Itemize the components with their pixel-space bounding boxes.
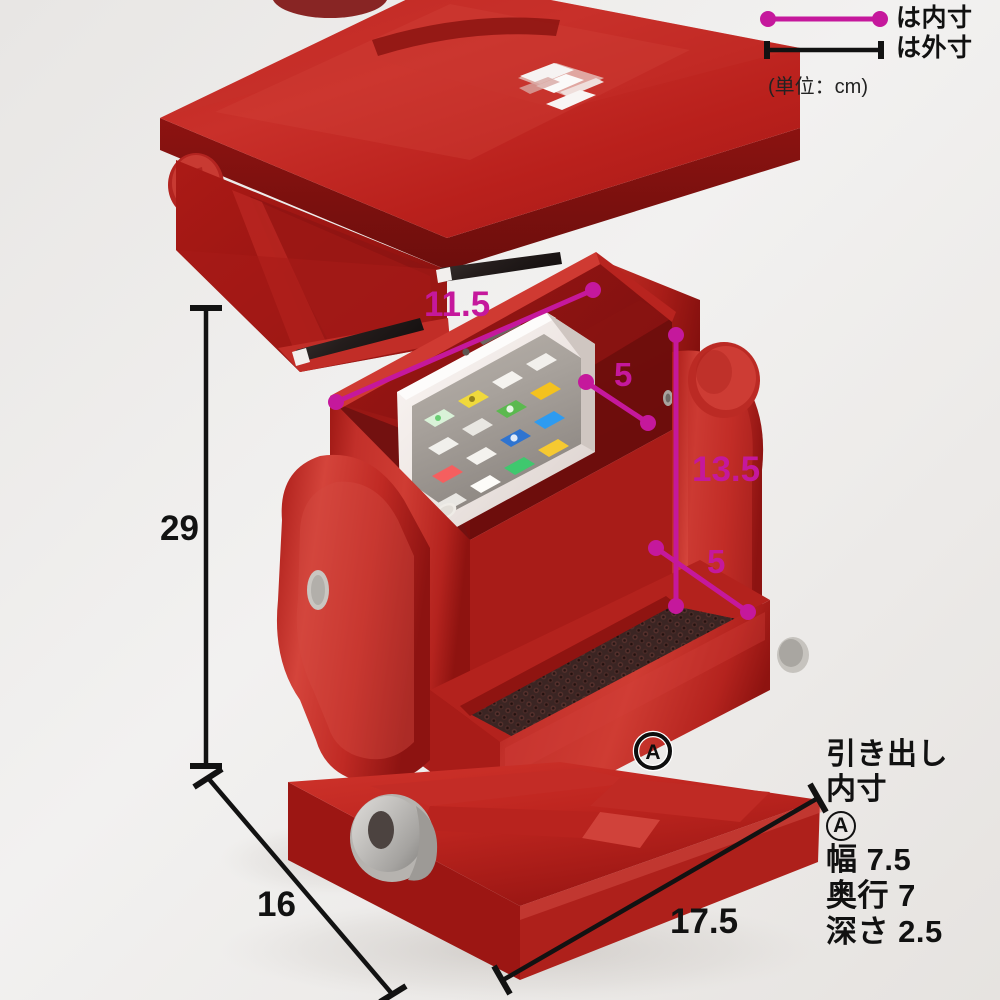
lid-window <box>518 63 604 110</box>
hinge <box>292 252 562 366</box>
legend-inner-label: は内寸 <box>896 4 973 32</box>
dim-line-outer-height <box>190 305 222 769</box>
drawer-info-marker-a: A <box>826 810 856 841</box>
app-icons <box>424 353 569 511</box>
dim-line-inner-width-top <box>328 282 601 410</box>
crank-arm-left <box>276 454 430 784</box>
legend-outer-swatch-icon <box>764 40 884 59</box>
drawer-info-panel: 引き出し 内寸 A 幅 7.5 奥行 7 深さ 2.5 <box>826 738 1000 949</box>
dim-line-inner-depth-upper <box>578 374 656 431</box>
legend: は内寸 は外寸 (単位：cm) <box>760 0 1000 110</box>
marker-a-on-product: A <box>632 730 674 772</box>
dim-label-outer-depth: 16 <box>257 885 296 924</box>
dim-line-outer-width <box>491 782 829 996</box>
dim-line-inner-height <box>668 327 684 614</box>
legend-unit-note: (単位：cm) <box>768 76 868 98</box>
drawer-info-depth: 奥行 7 <box>826 877 916 913</box>
drawer-info-title-line1: 引き出し <box>826 738 948 771</box>
dim-label-inner-depth-upper: 5 <box>614 356 633 393</box>
drawer-info-title-line2: 内寸 <box>826 772 887 806</box>
dim-label-outer-height: 29 <box>160 509 199 548</box>
phone <box>397 312 595 528</box>
legend-row-inner: は内寸 <box>760 6 973 31</box>
dim-line-inner-depth-lower <box>648 540 756 620</box>
legend-inner-swatch-icon <box>760 10 888 27</box>
dim-line-outer-depth <box>192 766 408 1000</box>
side-knob <box>350 794 438 882</box>
dim-label-inner-depth-lower: 5 <box>707 543 726 580</box>
dim-label-outer-width: 17.5 <box>670 902 739 941</box>
dim-label-inner-width-top: 11.5 <box>424 285 491 324</box>
svg-text:A: A <box>645 741 660 764</box>
legend-outer-label: は外寸 <box>896 34 973 62</box>
legend-row-outer: は外寸 <box>760 36 973 61</box>
drawer-info-width: 幅 7.5 <box>826 841 912 877</box>
lid-assembly <box>160 0 800 372</box>
dim-label-inner-height: 13.5 <box>692 450 761 489</box>
drawer-info-height: 深さ 2.5 <box>826 913 943 949</box>
base <box>288 762 822 980</box>
